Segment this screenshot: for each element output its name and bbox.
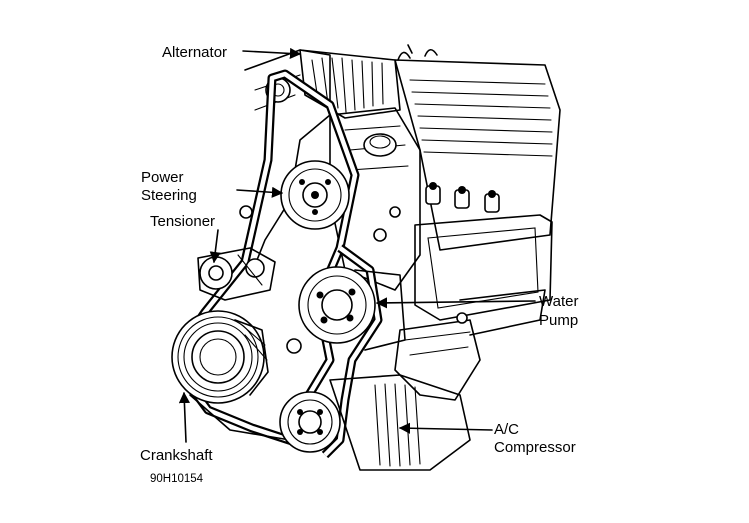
label-power-steering-line2: Steering	[141, 187, 197, 204]
label-ac-compressor-line1: A/C	[494, 421, 519, 438]
label-ac-compressor-line2: Compressor	[494, 439, 576, 456]
spark-plug-boots	[425, 182, 500, 213]
leader-lines	[178, 47, 536, 443]
label-water-pump-line1: Water	[539, 293, 578, 310]
label-crankshaft: Crankshaft	[140, 447, 213, 464]
engine-block	[239, 44, 561, 401]
label-tensioner: Tensioner	[150, 213, 215, 230]
tensioner	[197, 247, 276, 301]
water-pump-leader	[375, 297, 536, 309]
alternator-leader	[242, 47, 302, 60]
crankshaft-leader	[178, 391, 191, 443]
label-water-pump-line2: Pump	[539, 312, 578, 329]
power-steering-pulley	[280, 160, 350, 230]
power-steering-leader	[236, 186, 284, 198]
water-pump-pulley	[298, 266, 406, 351]
crankshaft-pulley	[171, 310, 291, 441]
tensioner-leader	[209, 229, 221, 264]
ac-compressor-leader	[398, 422, 493, 434]
ac-compressor	[279, 374, 471, 471]
label-alternator: Alternator	[162, 44, 227, 61]
label-power-steering-line1: Power	[141, 169, 184, 186]
figure-code: 90H10154	[150, 473, 204, 485]
oil-filler-cap	[363, 133, 397, 157]
labels: Alternator Power Steering Tensioner Wate…	[140, 44, 578, 485]
